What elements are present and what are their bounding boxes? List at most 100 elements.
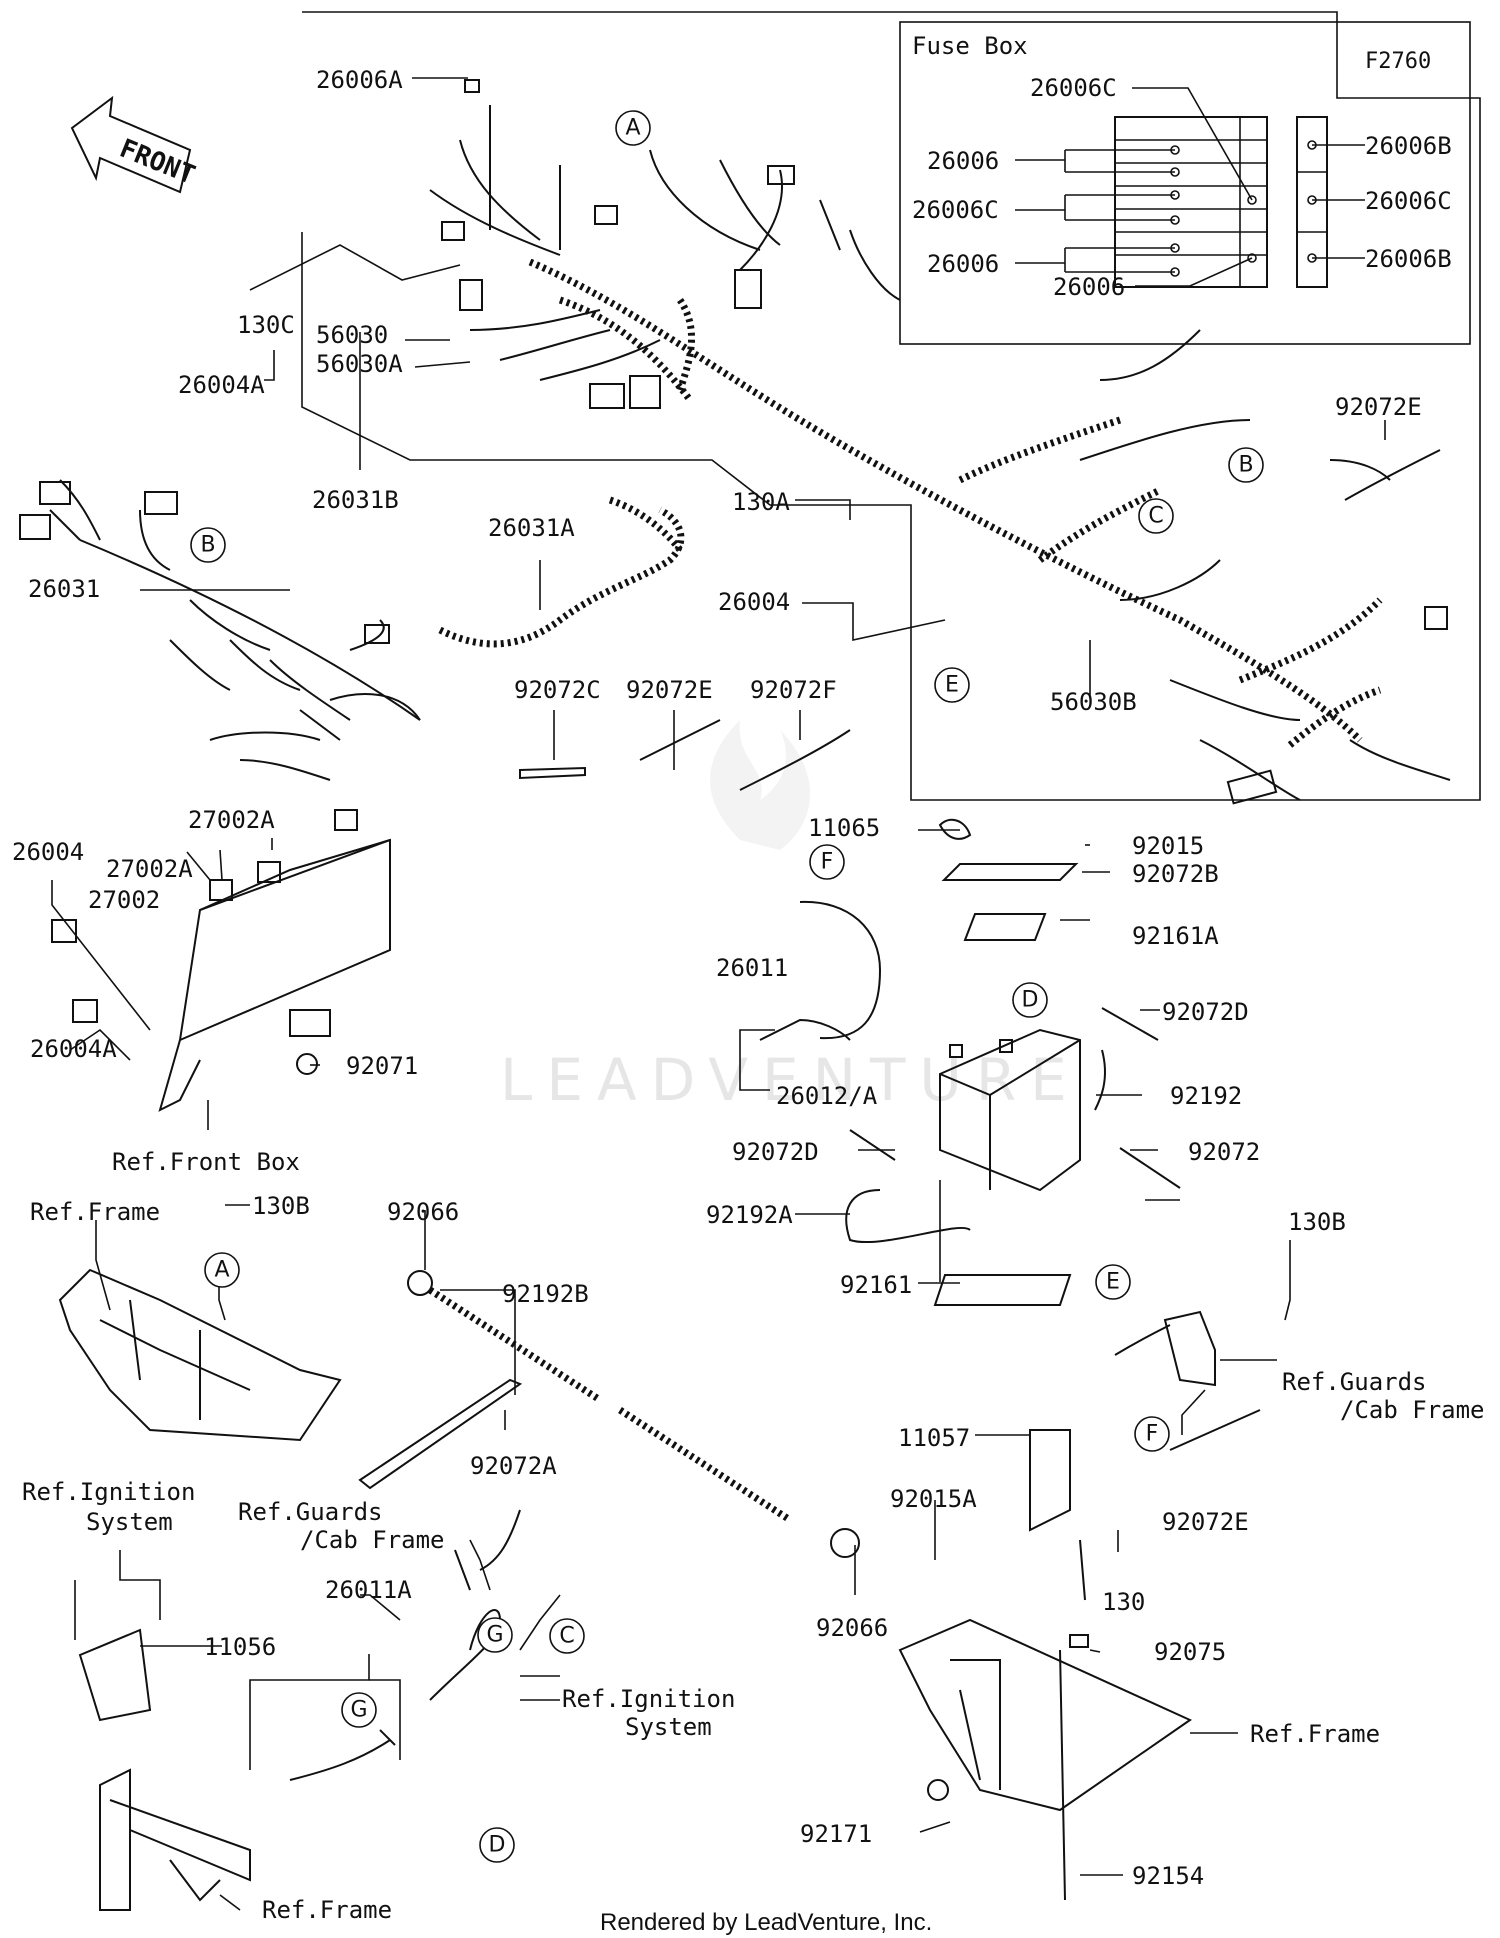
watermark-text: LEADVENTURE [500,1046,1081,1114]
svg-text:F: F [821,850,834,875]
label-92154: 92154 [1132,1862,1204,1890]
battery-tray [898,1429,1193,1901]
label-130B-right: 130B [1288,1208,1346,1236]
svg-text:E: E [1106,1270,1120,1295]
battery-assembly [759,818,1181,1306]
harness-group-outline [301,11,1481,801]
label-fuse-26006C-2: 26006C [912,196,999,224]
label-56030B: 56030B [1050,688,1137,716]
fuse-block-right [1296,116,1328,288]
label-92072C: 92072C [514,676,601,704]
main-harness-branches [429,79,1451,805]
label-26011: 26011 [716,954,788,982]
watermark-flame-icon [710,720,810,850]
callout-A-top: A [615,110,651,146]
label-130B-left: 130B [252,1192,310,1220]
label-26031B: 26031B [312,486,399,514]
diagram-code: F2760 [1365,49,1431,74]
svg-text:A: A [214,1258,229,1283]
svg-text:G: G [486,1623,503,1648]
label-11065: 11065 [808,814,880,842]
label-92072D-right: 92072D [1162,998,1249,1026]
callout-G-bottom: G [341,1692,377,1728]
label-26004-mid: 26004 [718,588,790,616]
front-box-assembly [51,809,391,1112]
frame-section-left [58,1268,342,1442]
label-ref-ignition-1a: Ref.Ignition [22,1478,195,1506]
callout-E-right: E [1095,1264,1131,1300]
sub-harness-26031A [438,496,685,648]
svg-text:B: B [1238,453,1253,478]
label-ref-front-box: Ref.Front Box [112,1148,300,1176]
label-ref-ignition-2b: System [625,1713,712,1741]
label-26004A-top: 26004A [178,371,265,399]
label-11056: 11056 [204,1633,276,1661]
callout-F-top: F [809,844,845,880]
label-92161A: 92161A [1132,922,1219,950]
label-11057: 11057 [898,1424,970,1452]
label-fuse-26006-1: 26006 [927,147,999,175]
fuse-box-title: Fuse Box [912,32,1028,60]
label-92072E-bottom: 92072E [1162,1508,1249,1536]
label-26012A: 26012/A [776,1082,878,1110]
front-arrow-icon: FRONT [70,95,199,194]
svg-text:D: D [489,1833,506,1858]
label-92192: 92192 [1170,1082,1242,1110]
label-92072A: 92072A [470,1452,557,1480]
label-130A: 130A [732,488,790,516]
label-fuse-26006-2: 26006 [927,250,999,278]
callout-F-right: F [1134,1416,1170,1452]
main-harness-loom [528,258,1363,743]
svg-text:E: E [945,673,959,698]
label-92161: 92161 [840,1271,912,1299]
label-fuse-26006C-3: 26006C [1365,187,1452,215]
label-ref-ignition-2a: Ref.Ignition [562,1685,735,1713]
label-92192B: 92192B [502,1280,589,1308]
callout-A-frame: A [204,1252,240,1288]
label-ref-guards-2b: /Cab Frame [300,1526,445,1554]
label-27002A-2: 27002A [106,855,193,883]
label-92015: 92015 [1132,832,1204,860]
render-credit: Rendered by LeadVenture, Inc. [600,1909,932,1936]
label-56030: 56030 [316,321,388,349]
label-26031A: 26031A [488,514,575,542]
label-92072E-top: 92072E [1335,393,1422,421]
label-ref-guards-1b: /Cab Frame [1340,1396,1485,1424]
label-92072F: 92072F [750,676,837,704]
fuse-block-left [1114,116,1268,288]
label-26006A: 26006A [316,66,403,94]
svg-text:F: F [1146,1422,1159,1447]
svg-text:C: C [1148,504,1163,529]
label-26011A: 26011A [325,1576,412,1604]
label-fuse-26006-3: 26006 [1053,273,1125,301]
label-92066-bottom: 92066 [816,1614,888,1642]
label-92015A: 92015A [890,1485,977,1513]
label-92072E-mid: 92072E [626,676,713,704]
svg-text:A: A [625,116,640,141]
callout-C-right: C [1138,498,1174,534]
label-130: 130 [1102,1588,1145,1616]
label-27002A-1: 27002A [188,806,275,834]
label-92075: 92075 [1154,1638,1226,1666]
label-92192A: 92192A [706,1201,793,1229]
label-26004-left: 26004 [12,838,84,866]
label-92072: 92072 [1188,1138,1260,1166]
terminal-block-right [1114,1310,1261,1451]
label-26031: 26031 [28,575,100,603]
label-92171: 92171 [800,1820,872,1848]
label-ref-guards-1a: Ref.Guards [1282,1368,1427,1396]
ignition-bracket-group [78,1509,521,1911]
label-27002: 27002 [88,886,160,914]
label-26004A-left: 26004A [30,1035,117,1063]
label-92066-top: 92066 [387,1198,459,1226]
callout-C-bottom: C [549,1618,585,1654]
label-ref-frame-1: Ref.Frame [30,1198,160,1226]
callout-G-top: G [477,1617,513,1653]
callout-B-right: B [1228,447,1264,483]
svg-text:C: C [559,1624,574,1649]
leader-lines [51,77,1386,1911]
label-ref-frame-2: Ref.Frame [1250,1720,1380,1748]
svg-text:D: D [1022,988,1039,1013]
